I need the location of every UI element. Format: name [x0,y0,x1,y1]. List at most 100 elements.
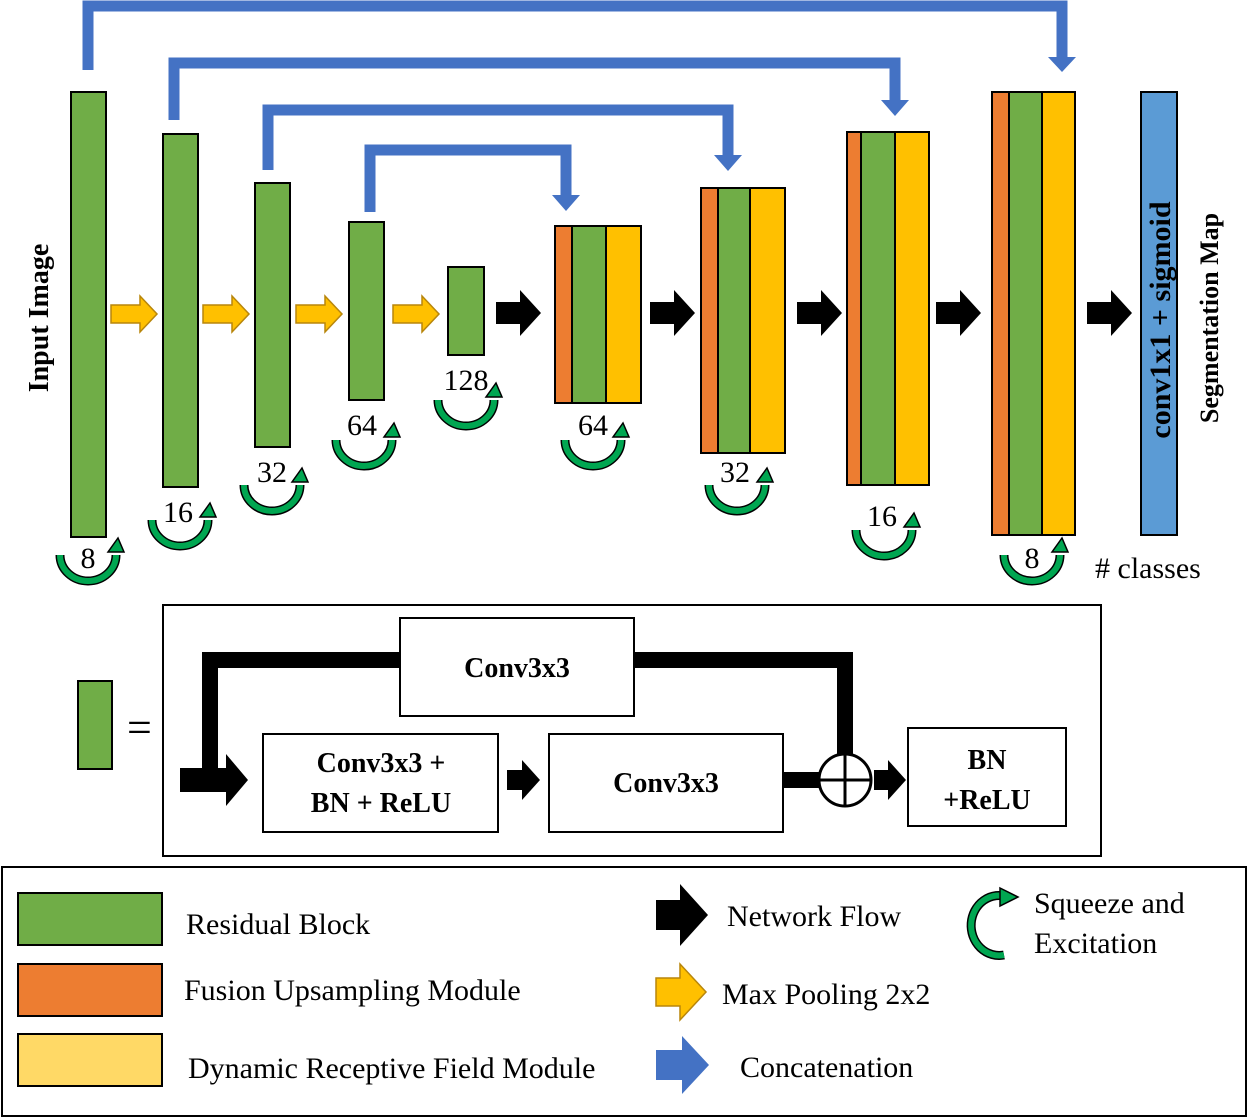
legend-label-squeeze-line1: Squeeze and [1034,887,1185,920]
legend: Residual Block Fusion Upsampling Module … [1,866,1247,1117]
channel-label-dec-16: 16 [867,500,897,533]
residual-block-swatch [77,680,113,770]
squeeze-excitation-icon [435,399,497,429]
decoder-block-32 [700,187,786,454]
skip-arrowhead-32 [714,155,742,171]
skip-arrowheads [552,57,1076,211]
channel-label-enc-32: 32 [257,456,287,489]
equals-sign: = [127,703,152,752]
squeeze-excitation-icon [149,519,211,549]
legend-label-concatenation: Concatenation [740,1051,913,1084]
residual-block-detail: = Conv3x3 Conv3x3 + BN + ReLU Conv3x3 BN… [77,604,1102,857]
legend-network-flow-icon [656,884,708,946]
decoder-block-64 [554,225,642,404]
network-flow-arrow [650,290,695,336]
channel-label-dec-8: 8 [1025,542,1040,575]
channel-label-enc-64: 64 [347,409,377,442]
encoder-block-8 [70,91,107,538]
legend-squeeze-excitation-icon [968,892,1010,959]
bottleneck-block-128 [447,266,485,356]
legend-swatch-fusion [17,963,163,1017]
segmentation-map-label: Segmentation Map [1195,213,1224,423]
conv-bn-relu-label-line1: Conv3x3 + [317,748,446,779]
residual-segment [571,225,607,404]
se-arrowheads [106,381,1070,553]
decoder [554,91,1178,536]
squeeze-excitation-icon [706,484,768,514]
squeeze-excitation-icon [1001,554,1063,584]
output-conv-label: conv1x1 + sigmoid [1144,201,1177,438]
squeeze-excitation-icon [333,439,395,469]
max-pooling-arrow [392,294,441,334]
encoder [70,91,485,538]
network-flow-arrow [797,290,842,336]
squeeze-excitation-icon [562,439,624,469]
legend-label-dynamic: Dynamic Receptive Field Module [188,1052,595,1085]
network-flow-arrow [936,290,981,336]
se-arrows [57,399,1063,584]
dynamic-receptive-segment [1041,91,1076,536]
input-image-label: Input Image [24,244,55,393]
squeeze-excitation-icon [57,554,119,584]
legend-label-max-pooling: Max Pooling 2x2 [722,978,930,1011]
conv-bn-relu-box [262,733,499,833]
decoder-block-8 [991,91,1076,536]
skip-connection-64 [364,144,572,212]
residual-segment [717,187,751,454]
skip-arrowhead-64 [552,195,580,211]
network-flow-arrows [496,290,1132,336]
network-flow-arrow [1087,290,1132,336]
conv-to-add-connector [783,772,819,788]
legend-swatch-dynamic [17,1033,163,1087]
fusion-upsampling-segment [991,91,1010,536]
fusion-upsampling-segment [846,131,862,486]
skip-connections [82,0,1068,212]
network-flow-arrow [180,754,248,806]
max-pooling-arrow [202,294,251,334]
skip-arrowhead-16 [881,100,909,116]
network-flow-arrow [874,760,906,800]
fusion-upsampling-segment [554,225,573,404]
legend-swatch-residual [17,892,163,946]
top-conv-box [399,617,635,717]
legend-label-fusion: Fusion Upsampling Module [184,974,521,1007]
dynamic-receptive-segment [605,225,642,404]
network-flow-arrow [496,290,541,336]
residual-flow-arrows [180,754,906,806]
middle-conv-label: Conv3x3 [613,768,719,799]
skip-connection-32 [262,104,734,170]
encoder-block-64 [348,221,385,401]
max-pooling-arrow [110,294,159,334]
legend-label-squeeze-line2: Excitation [1034,927,1157,960]
skip-connection-8 [82,0,1068,70]
legend-frame [1,866,1247,1117]
squeeze-excitation-icon [853,529,915,559]
network-flow-arrow [507,760,540,800]
bn-relu-label-line2: +ReLU [943,785,1031,816]
legend-label-network-flow: Network Flow [727,900,901,933]
bn-relu-label-line1: BN [968,745,1007,776]
middle-conv-box [548,733,784,833]
output-conv-block [1140,91,1178,536]
max-pooling-arrows [110,294,441,334]
channel-label-enc-16: 16 [163,496,193,529]
bn-relu-box [907,727,1067,827]
max-pooling-arrow [295,294,344,334]
addition-icon [817,752,873,808]
legend-concatenation-icon [656,1036,709,1094]
channel-label-enc-8: 8 [81,542,96,575]
conv-bn-relu-label-line2: BN + ReLU [311,788,451,819]
residual-skip-path [202,652,853,770]
squeeze-excitation-icon [241,484,303,514]
dynamic-receptive-segment [894,131,930,486]
fusion-upsampling-segment [700,187,719,454]
skip-connection-16 [168,57,901,120]
residual-detail-frame [162,604,1102,857]
channel-label-dec-32: 32 [720,456,750,489]
legend-max-pooling-icon [655,962,708,1022]
residual-segment [1008,91,1043,536]
top-conv-label: Conv3x3 [464,653,570,684]
encoder-block-32 [254,182,291,448]
decoder-block-16 [846,131,930,486]
